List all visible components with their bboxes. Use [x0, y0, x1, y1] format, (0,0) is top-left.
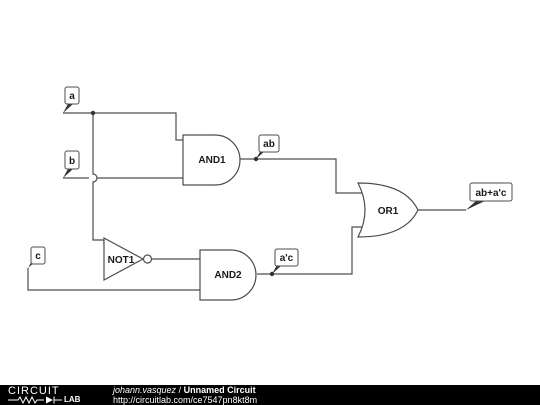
wires [27, 112, 466, 291]
net-label-ac-text: a'c [280, 253, 294, 264]
and1-gate[interactable]: AND1 [182, 134, 241, 186]
wire-ab [240, 158, 365, 194]
net-label-ab[interactable]: ab [256, 134, 280, 159]
net-label-output-text: ab+a'c [475, 188, 506, 199]
wire-a [63, 112, 183, 141]
circuit-title[interactable]: Unnamed Circuit [183, 385, 256, 395]
net-label-a[interactable]: a [63, 86, 80, 113]
wire-c [27, 268, 200, 291]
circuitlab-logo[interactable]: CIRCUIT LAB [8, 386, 98, 404]
wire-a-to-not [92, 113, 105, 245]
and2-gate[interactable]: AND2 [199, 249, 257, 301]
circuit-meta: johann.vasquez / Unnamed Circuit http://… [113, 385, 257, 405]
not1-label: NOT1 [108, 255, 135, 266]
net-label-b-text: b [69, 156, 75, 167]
net-label-ab-text: ab [263, 139, 275, 150]
net-label-c-text: c [35, 251, 41, 262]
net-label-b[interactable]: b [63, 150, 80, 178]
or1-gate[interactable]: OR1 [357, 182, 419, 238]
wire-ac [257, 226, 365, 275]
logo-bottom-text: LAB [64, 395, 81, 404]
author-link[interactable]: johann.vasquez [113, 385, 177, 395]
footer-bar: CIRCUIT LAB johann.vasquez / Unnamed Cir… [0, 385, 540, 405]
net-label-output[interactable]: ab+a'c [466, 182, 513, 210]
net-label-ac[interactable]: a'c [272, 248, 299, 274]
meta-separator: / [176, 385, 184, 395]
circuit-url-link[interactable]: http://circuitlab.com/ce7547pn8kt8m [113, 395, 258, 405]
net-label-c[interactable]: c [28, 246, 46, 268]
or1-label: OR1 [378, 206, 399, 217]
schematic-canvas: AND1 AND2 NOT1 OR1 a b c ab a' [27, 86, 513, 301]
not1-gate[interactable]: NOT1 [103, 236, 153, 282]
logo-top-text: CIRCUIT [8, 385, 60, 397]
and2-label: AND2 [214, 270, 242, 281]
net-label-a-text: a [69, 91, 75, 102]
resistor-diode-icon [8, 396, 62, 404]
and1-label: AND1 [198, 155, 226, 166]
junction-dot [90, 110, 96, 116]
